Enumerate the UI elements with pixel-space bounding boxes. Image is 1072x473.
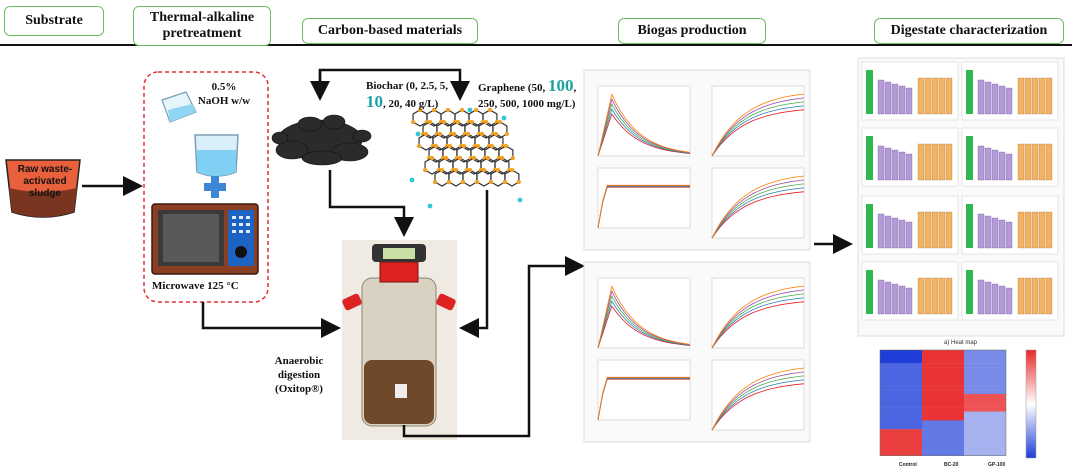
digestion-label: Anaerobic digestion (Oxitop®) xyxy=(274,355,324,395)
microwave-icon xyxy=(151,203,259,275)
header-digestate: Digestate characterization xyxy=(874,18,1064,44)
heatmap-col-1: BC-20 xyxy=(944,462,959,468)
header-biogas-production: Biogas production xyxy=(618,18,766,44)
header-substrate: Substrate xyxy=(4,6,104,36)
graphene-label: Graphene (50, 100, 250, 500, 1000 mg/L) xyxy=(478,76,577,110)
biochar-icon xyxy=(271,114,372,166)
oxitop-bottle-icon xyxy=(342,240,457,440)
pretreatment-box xyxy=(143,71,269,303)
graphene-highlight: 100 xyxy=(547,76,574,95)
header-divider xyxy=(0,44,1072,46)
sludge-container-icon xyxy=(5,159,81,218)
biochar-highlight: 10 xyxy=(366,92,383,111)
beaker-icon xyxy=(161,91,239,177)
heatmap-title: a) Heat map xyxy=(944,340,978,346)
graphene-icon xyxy=(409,107,523,209)
biochar-label: Biochar (0, 2.5, 5,10, 20, 40 g/L) xyxy=(366,80,448,111)
header-pretreatment: Thermal-alkaline pretreatment xyxy=(133,6,271,46)
naoh-label: 0.5% NaOH w/w xyxy=(197,81,251,107)
microwave-label: Microwave 125 °C xyxy=(152,280,239,292)
heatmap-colorbar xyxy=(1025,349,1037,459)
heatmap xyxy=(879,349,1007,456)
header-carbon-materials: Carbon-based materials xyxy=(302,18,478,44)
heatmap-col-2: GP-100 xyxy=(988,462,1005,468)
plus-icon xyxy=(204,176,226,198)
heatmap-col-0: Control xyxy=(899,462,917,468)
flow-arrows xyxy=(82,68,853,438)
substrate-label: Raw waste-activated sludge xyxy=(17,164,73,199)
